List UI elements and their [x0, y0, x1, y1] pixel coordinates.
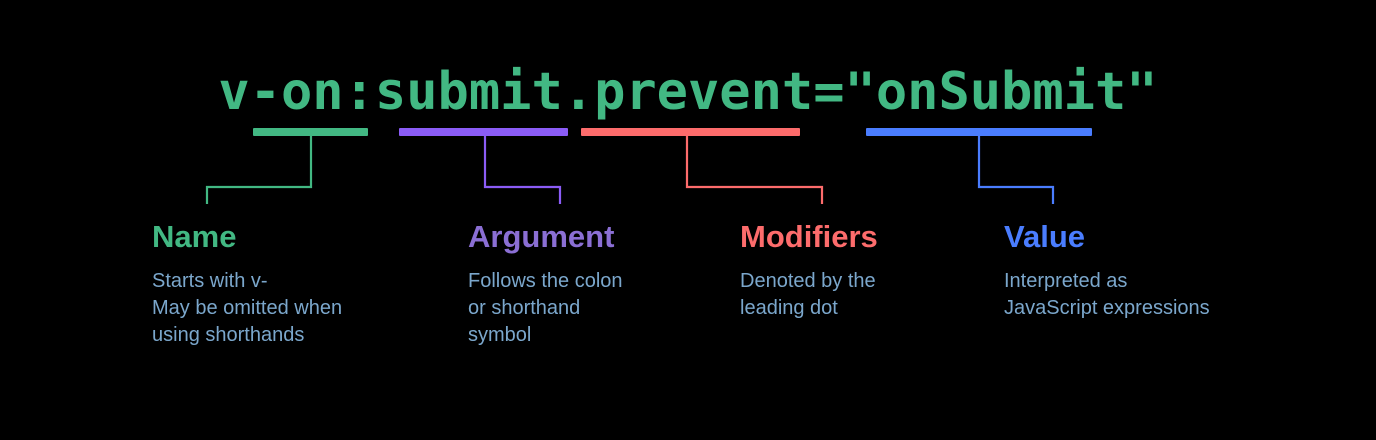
underline-bar-argument [399, 128, 568, 136]
connector-value [977, 136, 1055, 204]
underline-bar-name [253, 128, 368, 136]
label-description-argument: Follows the colon or shorthand symbol [468, 270, 623, 346]
label-description-modifiers: Denoted by the leading dot [740, 270, 876, 319]
label-column-modifiers: Modifiers Denoted by the leading dot [740, 218, 878, 322]
label-title-name: Name [152, 219, 237, 254]
label-description-value: Interpreted as JavaScript expressions [1004, 270, 1210, 319]
connector-modifiers [685, 136, 824, 204]
underline-bar-value [866, 128, 1092, 136]
label-title-value: Value [1004, 219, 1085, 254]
label-column-name: Name Starts with v- May be omitted when … [152, 218, 342, 349]
connector-name [205, 136, 313, 204]
label-title-modifiers: Modifiers [740, 219, 878, 254]
label-column-argument: Argument Follows the colon or shorthand … [468, 218, 623, 349]
label-title-argument: Argument [468, 219, 615, 254]
label-description-name: Starts with v- May be omitted when using… [152, 270, 343, 346]
label-column-value: Value Interpreted as JavaScript expressi… [1004, 218, 1210, 322]
connector-argument [483, 136, 562, 204]
code-expression: v-on:submit.prevent="onSubmit" [218, 62, 1158, 122]
underline-bar-modifiers [581, 128, 800, 136]
